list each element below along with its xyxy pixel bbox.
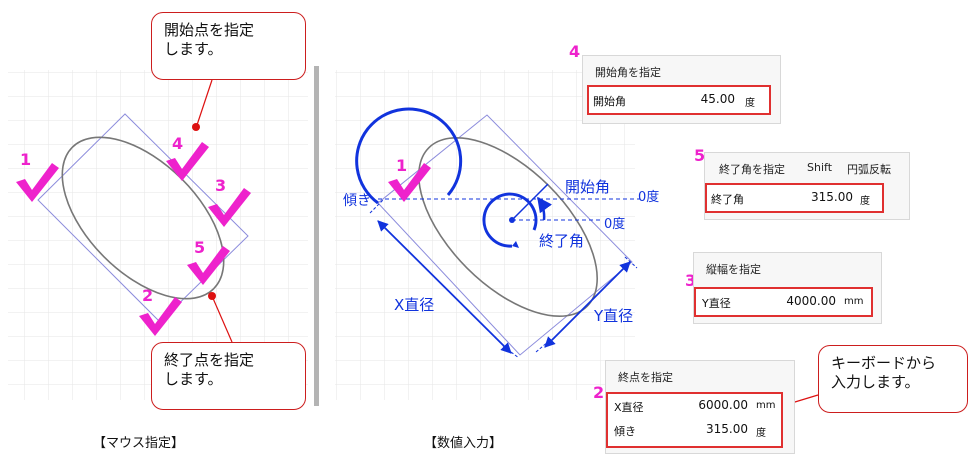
start-callout-dot <box>192 123 200 131</box>
mouse-number-2: 2 <box>142 286 154 305</box>
y-diameter-field-label: Y直径 <box>702 297 731 310</box>
end-point-panel-title: 終点を指定 <box>618 371 673 384</box>
start-angle-field-label: 開始角 <box>593 95 626 108</box>
bounding-rect <box>37 113 249 323</box>
end-point-panel: 終点を指定 X直径 6000.00 mm 傾き 315.00 度 <box>605 360 795 454</box>
start-angle-ray <box>511 183 549 221</box>
x-diameter-arrow <box>377 220 512 354</box>
keyboard-callout: キーボードから 入力します。 <box>818 345 968 413</box>
y-diameter-label: Y直径 <box>594 307 634 325</box>
start-angle-panel: 開始角を指定 開始角 45.00 度 <box>582 55 781 124</box>
numeric-check-1-icon <box>388 163 431 202</box>
start-callout-pointer <box>196 79 213 126</box>
y-diameter-field[interactable]: 4000.00 <box>786 294 836 308</box>
start-angle-row: 開始角 45.00 度 <box>587 85 771 115</box>
check-1-icon <box>16 163 59 202</box>
end-point-rows: X直径 6000.00 mm 傾き 315.00 度 <box>606 392 783 448</box>
check-4-icon <box>166 142 209 181</box>
start-angle-arc <box>536 196 553 221</box>
vertical-panel: 縦幅を指定 Y直径 4000.00 mm <box>693 252 882 324</box>
zero-deg-label-1: 0度 <box>638 190 660 205</box>
start-angle-unit: 度 <box>745 98 755 109</box>
mouse-number-4: 4 <box>172 134 184 153</box>
tilt-label: 傾き <box>343 193 371 209</box>
numeric-number-1: 1 <box>396 156 408 175</box>
check-2-icon <box>139 297 182 336</box>
x-diameter-label: X直径 <box>394 296 435 314</box>
start-point-callout: 開始点を指定 します。 <box>151 12 306 80</box>
end-callout-pointer <box>211 295 233 343</box>
end-angle-label: 終了角 <box>539 232 585 250</box>
end-point-callout: 終了点を指定 します。 <box>151 342 306 410</box>
divider <box>314 66 319 406</box>
y-diam-ext-2 <box>624 256 638 269</box>
x-diameter-unit: mm <box>756 400 776 411</box>
panel-vertical-number: 3 <box>685 271 697 290</box>
vertical-panel-title: 縦幅を指定 <box>706 263 761 276</box>
start-angle-label: 開始角 <box>565 178 611 196</box>
end-angle-field[interactable]: 315.00 <box>811 190 853 204</box>
vertical-row: Y直径 4000.00 mm <box>694 287 873 317</box>
tilt-unit: 度 <box>756 428 766 439</box>
mouse-number-5: 5 <box>194 238 206 257</box>
x-diam-ext-2 <box>502 345 520 359</box>
tilt-field[interactable]: 315.00 <box>706 422 748 436</box>
mouse-caption: 【マウス指定】 <box>93 436 185 451</box>
end-callout-dot <box>208 292 216 300</box>
end-angle-row: 終了角 315.00 度 <box>705 183 884 213</box>
x-diameter-field-label: X直径 <box>614 401 644 414</box>
zero-deg-label-2: 0度 <box>604 217 626 232</box>
tilt-arc <box>355 107 463 205</box>
y-diam-ext-1 <box>535 340 550 353</box>
mouse-number-3: 3 <box>215 176 227 195</box>
tilt-field-label: 傾き <box>614 425 636 438</box>
start-angle-field[interactable]: 45.00 <box>700 92 735 106</box>
shift-key-label[interactable]: Shift <box>807 161 833 174</box>
x-diameter-field[interactable]: 6000.00 <box>698 398 748 412</box>
y-diameter-arrow <box>544 261 631 348</box>
x-diam-ext-1 <box>369 199 384 214</box>
check-5-icon <box>187 246 230 285</box>
mouse-number-1: 1 <box>20 150 32 169</box>
panel-end-number: 5 <box>694 146 706 165</box>
check-3-icon <box>208 188 251 227</box>
y-diameter-unit: mm <box>844 296 864 307</box>
end-angle-unit: 度 <box>860 196 870 207</box>
mouse-checkmarks <box>16 142 251 336</box>
panel-start-number: 4 <box>569 42 581 61</box>
start-angle-panel-title: 開始角を指定 <box>595 66 661 79</box>
panel-endpoint-number: 2 <box>593 383 605 402</box>
numeric-caption: 【数値入力】 <box>424 436 503 451</box>
end-angle-arrow <box>512 241 519 248</box>
end-angle-field-label: 終了角 <box>711 193 744 206</box>
arc-reverse-label: 円弧反転 <box>847 163 891 176</box>
end-angle-panel: 終了角を指定 Shift 円弧反転 終了角 315.00 度 <box>704 152 910 220</box>
end-angle-panel-title: 終了角を指定 <box>719 163 785 176</box>
